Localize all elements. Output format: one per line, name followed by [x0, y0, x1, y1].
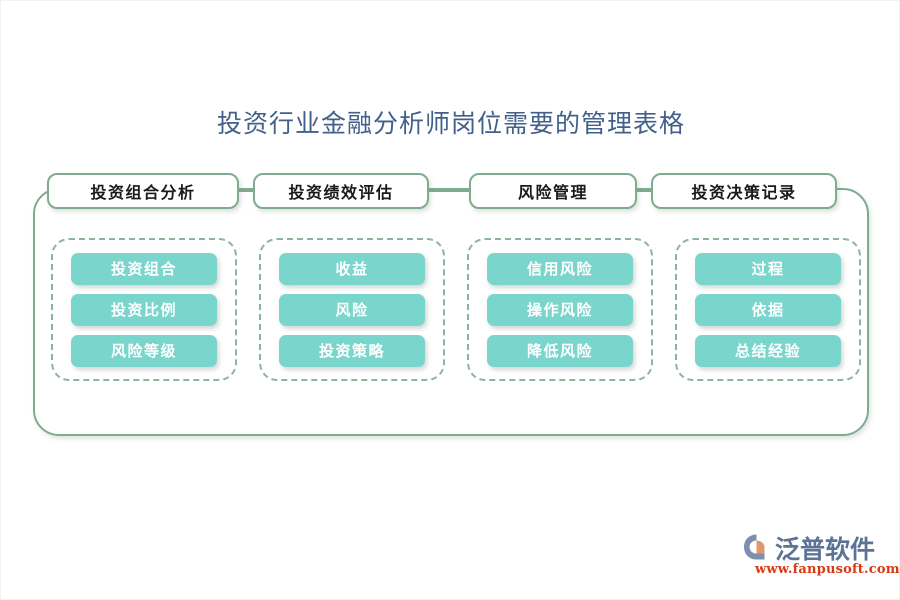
item-operational-risk[interactable]: 操作风险: [487, 293, 633, 326]
brand-logo: 泛普软件 www.fanpusoft.com: [741, 529, 899, 581]
item-risk-mitigation[interactable]: 降低风险: [487, 334, 633, 367]
header-row: 投资组合分析 投资绩效评估 风险管理 投资决策记录: [33, 173, 869, 209]
brand-name: 泛普软件: [775, 535, 876, 564]
fanpu-logo-icon: [744, 534, 765, 560]
item-return[interactable]: 收益: [279, 252, 425, 285]
column-header-investment-performance-evaluation[interactable]: 投资绩效评估: [253, 173, 429, 209]
item-investment-strategy[interactable]: 投资策略: [279, 334, 425, 367]
header-left-stub: [33, 173, 47, 209]
header-slot-3: 风险管理: [469, 173, 637, 209]
item-basis[interactable]: 依据: [695, 293, 841, 326]
group-investment-portfolio-analysis: 投资组合 投资比例 风险等级: [51, 238, 237, 381]
header-connector-1-2: [239, 189, 253, 193]
item-process[interactable]: 过程: [695, 252, 841, 285]
item-investment-ratio[interactable]: 投资比例: [71, 293, 217, 326]
item-investment-portfolio[interactable]: 投资组合: [71, 252, 217, 285]
brand-url: www.fanpusoft.com: [755, 562, 900, 577]
header-slot-1: 投资组合分析: [47, 173, 239, 209]
header-connector-2-3: [429, 189, 469, 193]
column-header-investment-portfolio-analysis[interactable]: 投资组合分析: [47, 173, 239, 209]
header-slot-4: 投资决策记录: [651, 173, 837, 209]
header-right-stub: [837, 173, 869, 209]
header-slot-2: 投资绩效评估: [253, 173, 429, 209]
item-credit-risk[interactable]: 信用风险: [487, 252, 633, 285]
outer-frame: [33, 188, 869, 436]
column-header-investment-decision-record[interactable]: 投资决策记录: [651, 173, 837, 209]
item-risk-level[interactable]: 风险等级: [71, 334, 217, 367]
group-investment-performance-evaluation: 收益 风险 投资策略: [259, 238, 445, 381]
column-header-risk-management[interactable]: 风险管理: [469, 173, 637, 209]
page-title: 投资行业金融分析师岗位需要的管理表格: [216, 109, 685, 138]
groups-row: 投资组合 投资比例 风险等级 收益 风险 投资策略 信用风险 操作风险 降低风险…: [33, 238, 869, 381]
header-connector-3-4: [637, 189, 651, 193]
item-risk[interactable]: 风险: [279, 293, 425, 326]
group-investment-decision-record: 过程 依据 总结经验: [675, 238, 861, 381]
item-summary-experience[interactable]: 总结经验: [695, 334, 841, 367]
group-risk-management: 信用风险 操作风险 降低风险: [467, 238, 653, 381]
